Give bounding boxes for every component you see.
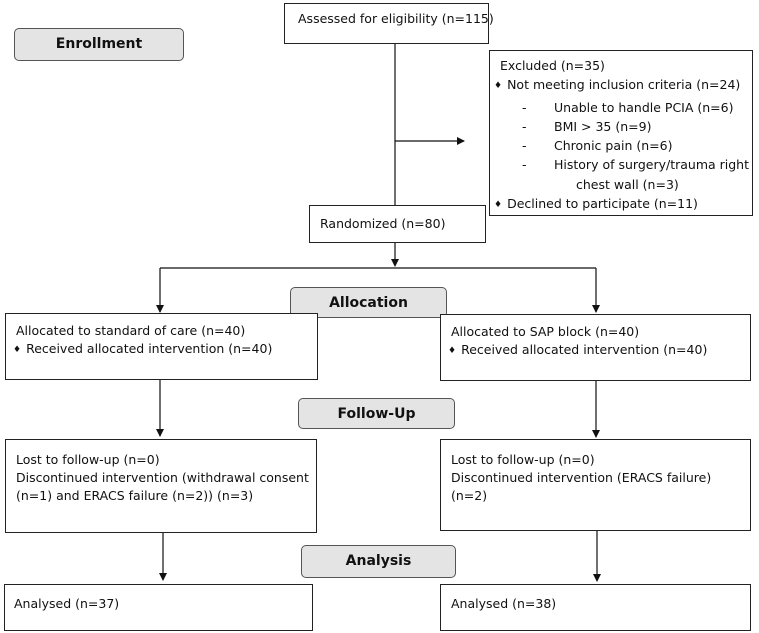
left-analysis-box: Analysed (n=37) [4, 584, 313, 631]
excluded-title: Excluded (n=35) [500, 58, 605, 73]
stage-enrollment: Enrollment [14, 28, 184, 61]
left-followup-line: (n=1) and ERACS failure (n=2)) (n=3) [16, 488, 254, 503]
left-allocated-text: Allocated to standard of care (n=40) [16, 323, 246, 338]
excluded-reason-continuation: chest wall (n=3) [576, 176, 679, 192]
randomized-text: Randomized (n=80) [320, 216, 446, 231]
excluded-reason: -Chronic pain (n=6) [522, 138, 673, 154]
right-followup-line: (n=2) [451, 488, 488, 503]
right-analysed-text: Analysed (n=38) [451, 596, 557, 611]
assessed-box: Assessed for eligibility (n=115) [284, 3, 494, 44]
right-followup-box: Lost to follow-up (n=0) Discontinued int… [440, 439, 751, 531]
excluded-declined: Declined to participate (n=11) [494, 194, 752, 216]
stage-follow-up: Follow-Up [298, 398, 455, 429]
left-allocation-box: Allocated to standard of care (n=40) Rec… [5, 313, 318, 380]
stage-analysis: Analysis [301, 545, 456, 578]
bullet-icon [494, 196, 507, 211]
right-followup-line: Lost to follow-up (n=0) [451, 452, 595, 467]
left-followup-line: Discontinued intervention (withdrawal co… [16, 470, 309, 485]
right-allocation-box: Allocated to SAP block (n=40) Received a… [440, 314, 751, 381]
bullet-icon [494, 77, 507, 92]
excluded-reason: -Unable to handle PCIA (n=6) [522, 99, 734, 115]
right-followup-line: Discontinued intervention (ERACS failure… [451, 470, 712, 485]
excluded-box: Excluded (n=35) Not meeting inclusion cr… [489, 50, 753, 216]
excluded-reason: -BMI > 35 (n=9) [522, 118, 652, 134]
excluded-criteria: Not meeting inclusion criteria (n=24) [494, 75, 752, 97]
bullet-icon [448, 342, 461, 357]
left-followup-line: Lost to follow-up (n=0) [16, 452, 160, 467]
left-analysed-text: Analysed (n=37) [14, 596, 120, 611]
right-allocated-text: Allocated to SAP block (n=40) [451, 324, 640, 339]
excluded-reason: -History of surgery/trauma right [522, 157, 749, 173]
right-analysis-box: Analysed (n=38) [440, 584, 751, 631]
left-received: Received allocated intervention (n=40) [13, 340, 317, 360]
bullet-icon [13, 341, 26, 356]
right-received: Received allocated intervention (n=40) [448, 341, 750, 361]
assessed-text: Assessed for eligibility (n=115) [298, 11, 494, 26]
left-followup-box: Lost to follow-up (n=0) Discontinued int… [5, 439, 317, 533]
randomized-box: Randomized (n=80) [309, 205, 486, 243]
stage-allocation: Allocation [290, 287, 447, 318]
